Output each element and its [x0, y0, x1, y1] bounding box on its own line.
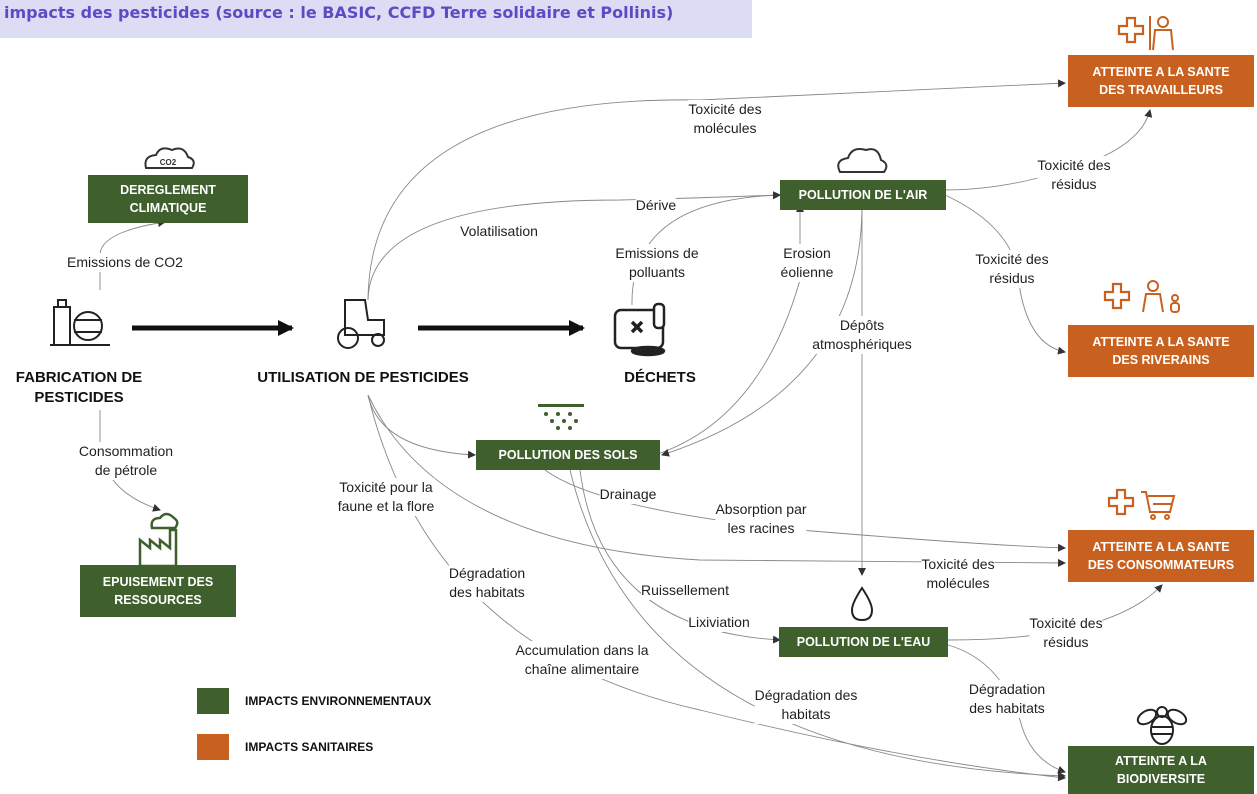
label-derive: Dérive	[635, 196, 677, 215]
box-epuisement-label: EPUISEMENT DES RESSOURCES	[102, 575, 214, 607]
box-pollution-air: POLLUTION DE L'AIR	[780, 180, 946, 210]
label-toxicite-molecules-conso: Toxicité des molécules	[921, 555, 995, 593]
box-pollution-sols: POLLUTION DES SOLS	[476, 440, 660, 470]
box-sante-consommateurs: ATTEINTE A LA SANTE DES CONSOMMATEURS	[1068, 530, 1254, 582]
box-pollution-eau: POLLUTION DE L'EAU	[779, 627, 948, 657]
legend-label-health: IMPACTS SANITAIRES	[245, 740, 374, 754]
label-degradation-habitats-right: Dégradation des habitats	[968, 680, 1046, 718]
family-icon	[1142, 280, 1180, 313]
legend-swatch-health	[197, 734, 229, 760]
box-sante-travailleurs-label: ATTEINTE A LA SANTE DES TRAVAILLEURS	[1092, 65, 1230, 97]
shopping-cart-icon	[1141, 491, 1176, 520]
box-pollution-eau-label: POLLUTION DE L'EAU	[796, 635, 931, 649]
box-biodiversite: ATTEINTE A LA BIODIVERSITE	[1068, 746, 1254, 794]
label-emissions-polluants: Emissions de polluants	[615, 244, 699, 282]
edge-utilisation-consommateurs	[367, 394, 1066, 567]
legend-swatch-environment	[197, 688, 229, 714]
factory-smoke-icon	[138, 512, 179, 568]
edge-volatilisation	[367, 191, 781, 301]
label-emissions-co2: Emissions de CO2	[67, 253, 183, 272]
label-volatilisation: Volatilisation	[460, 222, 538, 241]
edge-air-riverains	[944, 194, 1066, 355]
bee-icon	[1136, 706, 1188, 745]
factory-icon	[50, 299, 110, 346]
box-sante-consommateurs-label: ATTEINTE A LA SANTE DES CONSOMMATEURS	[1087, 540, 1235, 572]
box-dereglement-climatique: DEREGLEMENT CLIMATIQUE	[88, 175, 248, 223]
label-dechets: DÉCHETS	[624, 369, 696, 386]
box-biodiversite-label: ATTEINTE A LA BIODIVERSITE	[1115, 754, 1207, 786]
label-erosion-eolienne: Erosion éolienne	[780, 244, 834, 282]
box-dereglement-label: DEREGLEMENT CLIMATIQUE	[120, 183, 216, 215]
waste-barrel-icon	[613, 302, 666, 357]
label-toxicite-faune-flore: Toxicité pour la faune et la flore	[337, 478, 435, 516]
label-ruissellement: Ruissellement	[641, 581, 729, 600]
farmer-icon	[1149, 16, 1174, 51]
label-utilisation: UTILISATION DE PESTICIDES	[257, 369, 469, 386]
label-degradation-habitats-left: Dégradation des habitats	[448, 564, 526, 602]
label-degradation-habitats-mid: Dégradation des habitats	[754, 686, 858, 724]
box-epuisement-ressources: EPUISEMENT DES RESSOURCES	[80, 565, 236, 617]
label-consommation-petrole: Consommation de pétrole	[78, 442, 174, 480]
edge-eau-biodiversite	[947, 644, 1066, 774]
box-sante-riverains: ATTEINTE A LA SANTE DES RIVERAINS	[1068, 325, 1254, 377]
box-sante-travailleurs: ATTEINTE A LA SANTE DES TRAVAILLEURS	[1068, 55, 1254, 107]
box-sante-riverains-label: ATTEINTE A LA SANTE DES RIVERAINS	[1092, 335, 1230, 367]
label-accumulation: Accumulation dans la chaîne alimentaire	[515, 641, 649, 679]
water-drop-icon	[850, 586, 874, 622]
label-absorption-racines: Absorption par les racines	[715, 500, 807, 538]
cloud-icon	[837, 148, 888, 173]
edge-depots	[661, 204, 863, 457]
legend-label-environment: IMPACTS ENVIRONNEMENTAUX	[245, 694, 432, 708]
label-toxicite-residus-eau: Toxicité des résidus	[1029, 614, 1103, 652]
label-lixiviation: Lixiviation	[688, 613, 750, 632]
spray-icon	[538, 404, 584, 430]
edge-toxicite-travailleurs	[367, 79, 1066, 301]
header-banner: impacts des pesticides (source : le BASI…	[0, 0, 752, 38]
label-toxicite-molecules-top: Toxicité des molécules	[688, 100, 762, 138]
label-toxicite-residus-travailleurs: Toxicité des résidus	[1037, 156, 1111, 194]
svg-text:CO2: CO2	[160, 158, 177, 167]
label-depots-atmospheriques: Dépôts atmosphériques	[812, 316, 912, 354]
label-toxicite-residus-riverains: Toxicité des résidus	[975, 250, 1049, 288]
box-pollution-air-label: POLLUTION DE L'AIR	[798, 188, 928, 202]
co2-cloud-icon: CO2	[144, 147, 195, 169]
label-fabrication: FABRICATION DE PESTICIDES	[15, 369, 143, 406]
label-drainage: Drainage	[599, 485, 657, 504]
edge-sols-biodiversite	[569, 469, 1066, 780]
header-title: impacts des pesticides (source : le BASI…	[4, 3, 674, 22]
edge-utilisation-biodiversite	[367, 394, 1066, 782]
box-pollution-sols-label: POLLUTION DES SOLS	[498, 448, 638, 462]
tractor-icon	[337, 299, 385, 349]
edge-sols-eau	[579, 469, 781, 644]
edge-erosion	[654, 204, 804, 456]
edge-utilisation-sols	[367, 394, 476, 459]
health-cross-icon	[1103, 16, 1145, 516]
